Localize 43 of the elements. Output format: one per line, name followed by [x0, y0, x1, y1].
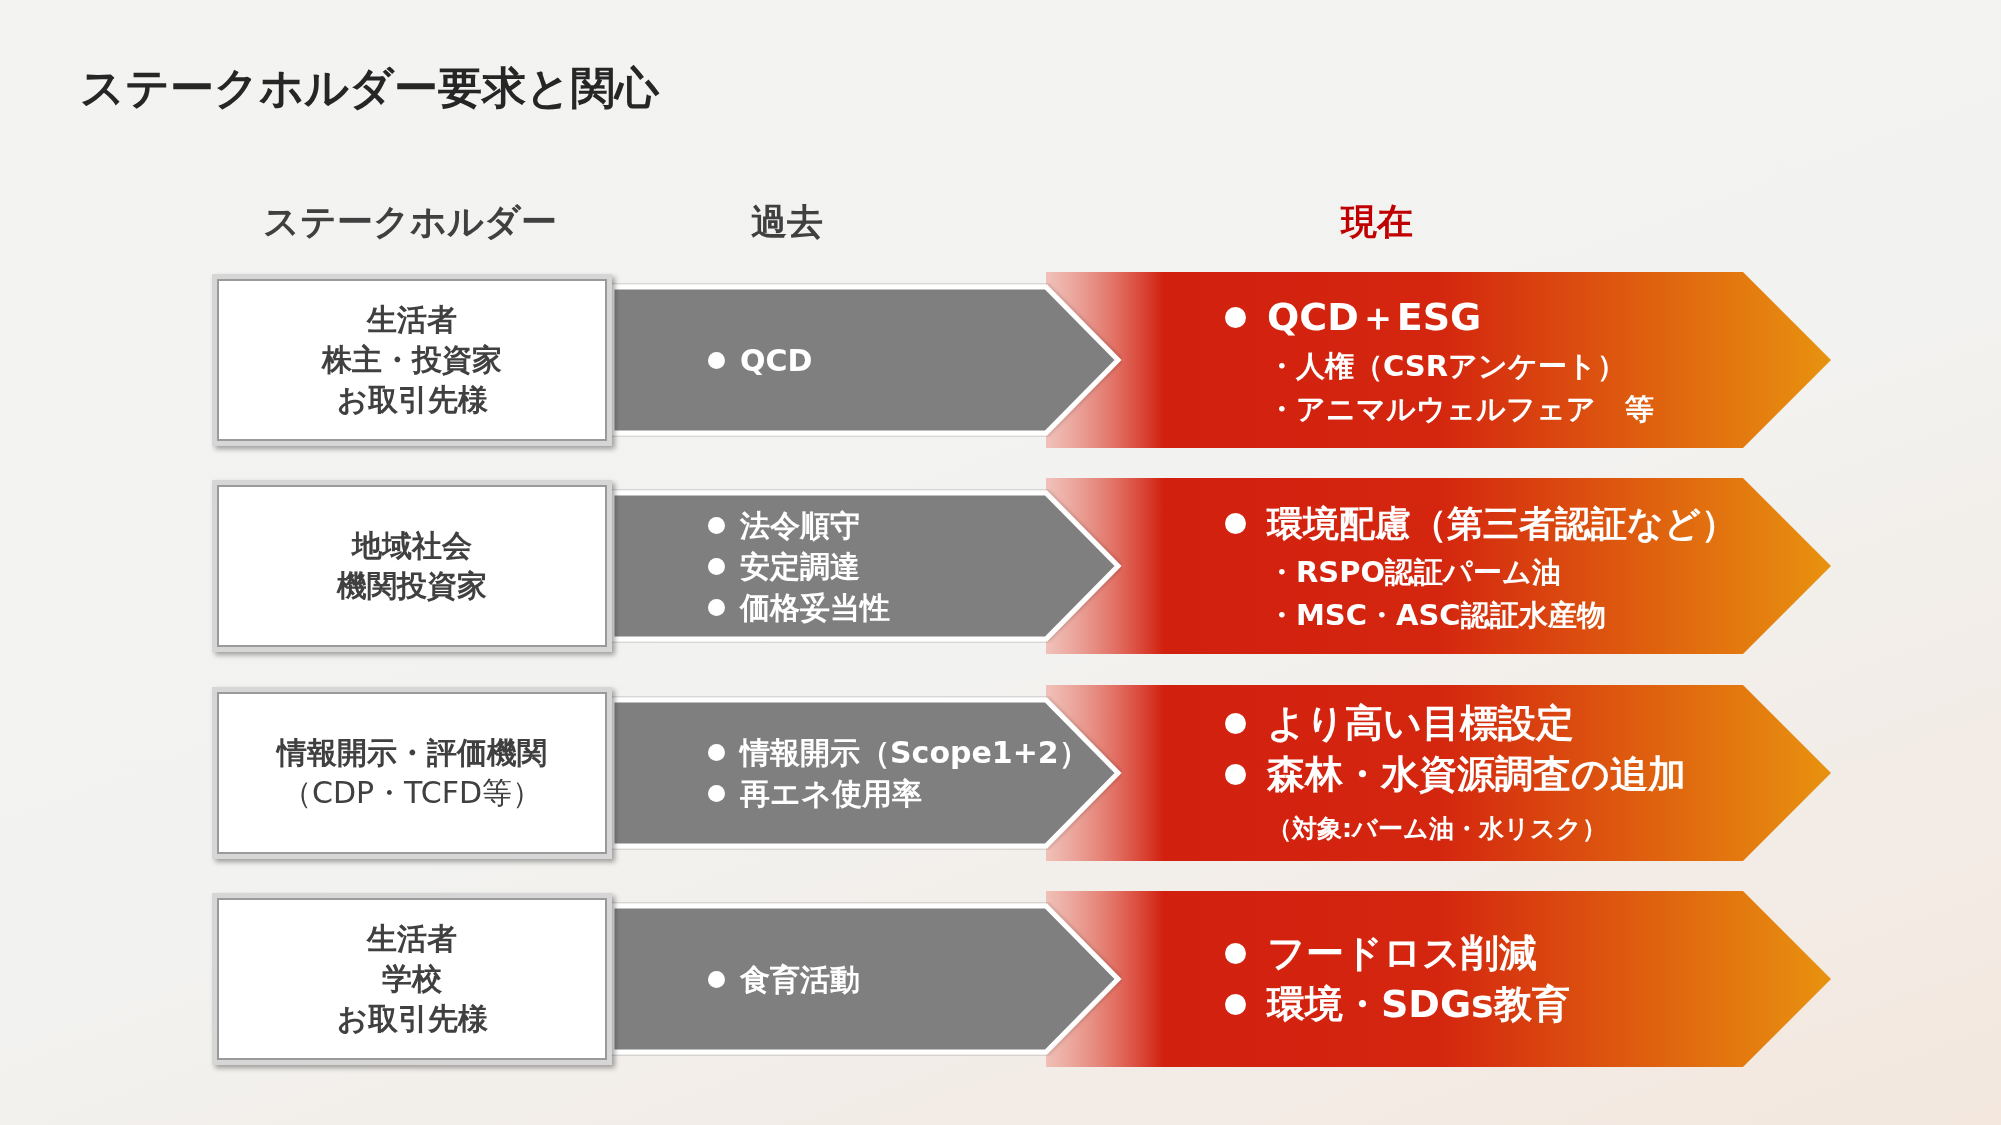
- list-item-text: QCD＋ESG: [1267, 293, 1482, 341]
- stakeholder-text: 株主・投資家: [322, 341, 502, 379]
- list-item-text: 食育活動: [740, 960, 860, 999]
- list-item-text: 安定調達: [740, 547, 860, 586]
- list-item-text: 再エネ使用率: [740, 775, 922, 813]
- stakeholder-text: 情報開示・評価機関: [277, 734, 547, 772]
- column-header: ステークホルダー: [263, 200, 557, 244]
- pentagon-panel: [612, 283, 1122, 437]
- pentagon-panel: [612, 489, 1122, 643]
- list-item-text: 情報開示（Scope1+2）: [740, 734, 1089, 772]
- pentagon-panel: [1046, 891, 1831, 1067]
- sub-item-text: ・人権（CSRアンケート）: [1267, 347, 1627, 385]
- stakeholder-box: [212, 687, 612, 859]
- slide-title: ステークホルダー要求と関心: [80, 61, 659, 115]
- note-text: （対象:バーム油・水リスク）: [1267, 813, 1607, 845]
- list-item-text: より高い目標設定: [1267, 700, 1574, 747]
- list-item-text: 環境配慮（第三者認証など）: [1267, 501, 1737, 546]
- stakeholder-text: 生活者: [367, 301, 457, 339]
- pentagon-panel: [1046, 272, 1831, 448]
- column-header: 過去: [751, 200, 823, 244]
- list-item-text: フードロス削減: [1267, 930, 1537, 977]
- stakeholder-text: （CDP・TCFD等）: [282, 774, 542, 812]
- pentagon-panel: [1046, 478, 1831, 654]
- sub-item-text: ・RSPO認証パーム油: [1267, 553, 1562, 591]
- list-item-text: QCD: [740, 341, 813, 380]
- stakeholder-text: お取引先様: [336, 381, 488, 419]
- stakeholder-text: 生活者: [367, 920, 457, 958]
- list-item-text: 森林・水資源調査の追加: [1267, 751, 1686, 798]
- stakeholder-text: お取引先様: [336, 1000, 488, 1038]
- list-item-text: 価格妥当性: [740, 588, 890, 627]
- column-header: 現在: [1341, 200, 1413, 244]
- sub-item-text: ・MSC・ASC認証水産物: [1267, 596, 1606, 634]
- pentagon-panel: [612, 902, 1122, 1056]
- list-item-text: 法令順守: [740, 506, 860, 545]
- stakeholder-box: [212, 893, 612, 1065]
- pentagon-panel: [612, 696, 1122, 850]
- sub-item-text: ・アニマルウェルフェア 等: [1267, 390, 1654, 428]
- list-item-text: 環境・SDGs教育: [1267, 981, 1570, 1028]
- stakeholder-box: [212, 274, 612, 446]
- stakeholder-box: [212, 480, 612, 652]
- stakeholder-text: 地域社会: [352, 527, 472, 565]
- stakeholder-text: 学校: [382, 960, 442, 998]
- stakeholder-text: 機関投資家: [337, 567, 487, 605]
